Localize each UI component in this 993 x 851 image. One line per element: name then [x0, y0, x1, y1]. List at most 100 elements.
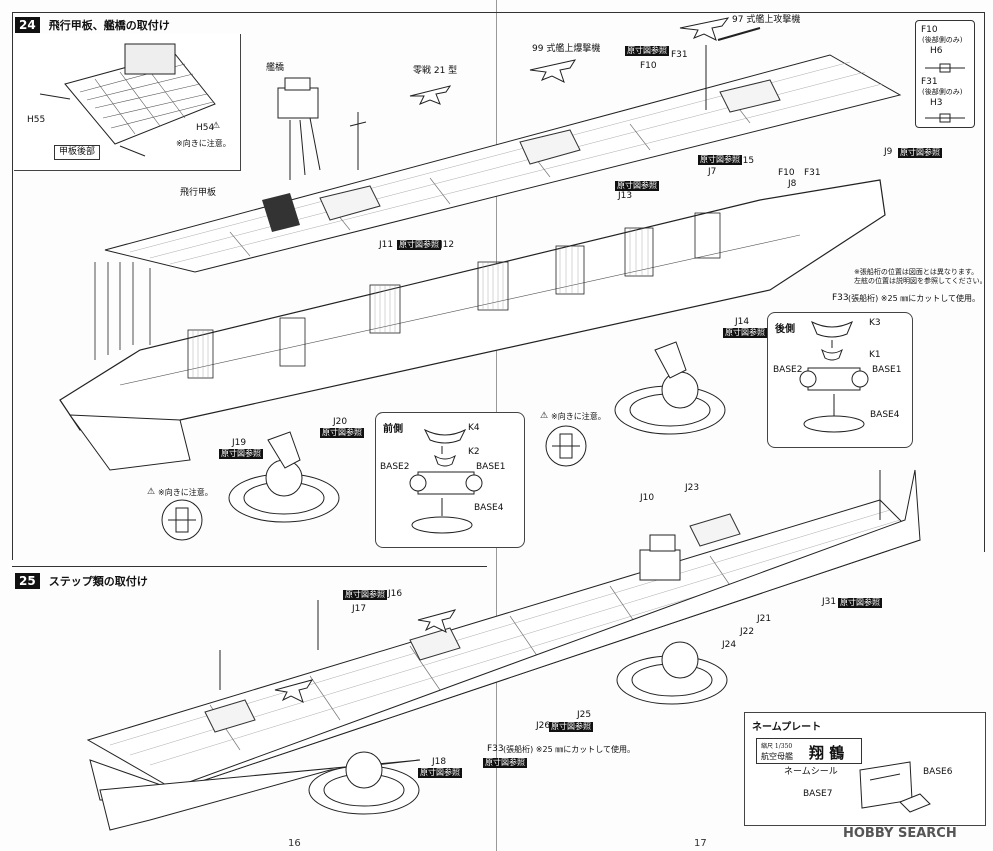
- zero-fighter-label: 零戦 21 型: [413, 66, 458, 76]
- rear-base1: BASE1: [872, 365, 902, 375]
- name-sticker-label: ネームシール: [784, 767, 838, 777]
- ref-tag-j13: 原寸図参照: [615, 181, 659, 191]
- flight-deck-label: 飛行甲板: [180, 188, 217, 198]
- ref-tag-j20: 原寸図参照: [320, 428, 364, 438]
- front-base1: BASE1: [476, 462, 506, 472]
- part-j7: J7: [708, 167, 717, 177]
- watermark: HOBBY SEARCH: [843, 826, 957, 841]
- legend-f10: F10: [921, 25, 938, 35]
- part-j26: J26: [536, 721, 551, 731]
- legend-f31: F31: [921, 77, 938, 87]
- front-stand-title: 前側: [383, 424, 403, 435]
- part-f31-top: F31: [671, 50, 688, 60]
- part-j16: J16: [388, 589, 403, 599]
- front-base2: BASE2: [380, 462, 410, 472]
- ref-tag-j14: 原寸図参照: [723, 328, 767, 338]
- part-j22: J22: [740, 627, 755, 637]
- deck-rear-label: 甲板後部: [54, 145, 101, 160]
- legend-h6: H6: [930, 46, 943, 56]
- ref-tag-j26: 原寸図参照: [549, 722, 593, 732]
- part-j31: J31: [822, 597, 837, 607]
- ref-tag-j9: 原寸図参照: [898, 148, 942, 158]
- step-25-number: 25: [15, 573, 40, 589]
- watermark-text: HOBBY SEARCH: [843, 826, 957, 841]
- warning-icon-front: ⚠: [147, 487, 156, 497]
- part-j12: J12: [440, 240, 455, 250]
- part-j24: J24: [722, 640, 737, 650]
- step-25-title: ステップ類の取付け: [48, 575, 148, 588]
- step-24-header: 24 飛行甲板、艦橋の取付け: [15, 14, 170, 33]
- rear-base4: BASE4: [870, 410, 900, 420]
- part-j13: J13: [618, 191, 633, 201]
- ref-tag-f31: 原寸図参照: [625, 46, 669, 56]
- label-h55: H55: [27, 115, 46, 125]
- rear-stand-title: 後側: [775, 324, 795, 335]
- part-j9: J9: [884, 147, 893, 157]
- label-base6: BASE6: [923, 767, 953, 777]
- plate-scale: 縮尺 1/350: [761, 743, 793, 750]
- plate-ship-type: 航空母艦: [761, 752, 793, 761]
- page-number-left: 16: [288, 838, 301, 849]
- part-j11: J11: [379, 240, 394, 250]
- type97-attacker-label: 97 式艦上攻撃機: [732, 15, 801, 25]
- ref-tag-j11: 原寸図参照: [397, 240, 441, 250]
- ref-tag-j15: 原寸図参照: [698, 155, 742, 165]
- part-j10: J10: [640, 493, 655, 503]
- step-24-number: 24: [15, 17, 40, 33]
- rear-orientation-note: ※向きに注意。: [551, 412, 606, 421]
- step-25-header: 25 ステップ類の取付け: [15, 570, 148, 589]
- front-k4: K4: [468, 423, 480, 433]
- part-j25: J25: [577, 710, 592, 720]
- position-note-2: 左舷の位置は説明図を参照してください。: [854, 277, 987, 285]
- part-j21: J21: [757, 614, 772, 624]
- front-base4: BASE4: [474, 503, 504, 513]
- nameplate-base-drawing: [859, 761, 931, 813]
- ref-tag-j16: 原寸図参照: [343, 590, 387, 600]
- name-sticker: 縮尺 1/350 航空母艦 翔 鶴: [756, 738, 862, 764]
- f33-cut-note: (張船桁) ※25 ㎜にカットして使用。: [848, 294, 980, 303]
- step-24-border-left: [12, 12, 13, 560]
- part-f10-top: F10: [640, 61, 657, 71]
- step-25-border-top: [12, 566, 487, 567]
- rear-k1: K1: [869, 350, 881, 360]
- position-note-1: ※張船桁の位置は図面とは異なります。: [854, 268, 979, 276]
- page-number-right: 17: [694, 838, 707, 849]
- part-j17: J17: [352, 604, 367, 614]
- f33-cut-note-bottom: (張船桁) ※25 ㎜にカットして使用。: [503, 745, 635, 754]
- part-f33-top: F33: [832, 293, 849, 303]
- part-j19: J19: [232, 438, 247, 448]
- rear-stand-drawing: [799, 320, 869, 433]
- part-j15: J15: [740, 156, 755, 166]
- legend-f31-sub: (後部側のみ): [922, 88, 963, 96]
- ref-tag-j18: 原寸図参照: [418, 768, 462, 778]
- ref-tag-f33: 原寸図参照: [483, 758, 527, 768]
- legend-h3: H3: [930, 98, 943, 108]
- ref-tag-j19: 原寸図参照: [219, 449, 263, 459]
- part-j20: J20: [333, 417, 348, 427]
- bridge-label: 艦橋: [266, 63, 285, 73]
- plate-ship-name: 翔 鶴: [809, 744, 845, 762]
- warning-icon-rear: ⚠: [540, 411, 549, 421]
- rear-base2: BASE2: [773, 365, 803, 375]
- step-24-title: 飛行甲板、艦橋の取付け: [48, 19, 170, 32]
- part-j23: J23: [685, 483, 700, 493]
- part-f31-mid: F31: [804, 168, 821, 178]
- legend-f10-part: [925, 63, 965, 73]
- part-j18: J18: [432, 757, 447, 767]
- deck-rear-drawing: [39, 43, 216, 157]
- part-j8: J8: [788, 179, 797, 189]
- legend-f10-sub: (後部側のみ): [922, 36, 963, 44]
- type99-bomber-label: 99 式艦上爆撃機: [532, 44, 601, 54]
- front-k2: K2: [468, 447, 480, 457]
- step-24-border-top: [12, 12, 985, 13]
- front-stand-drawing: [409, 428, 483, 534]
- step-24-border-right: [984, 12, 985, 552]
- nameplate-title: ネームプレート: [752, 722, 822, 733]
- legend-f31-part: [925, 113, 965, 123]
- ref-tag-j31: 原寸図参照: [838, 598, 882, 608]
- h54-orientation-note: ※向きに注意。: [176, 139, 231, 148]
- front-orientation-note: ※向きに注意。: [158, 488, 213, 497]
- warning-icon: ⚠: [212, 121, 221, 131]
- label-h54: H54: [196, 123, 215, 133]
